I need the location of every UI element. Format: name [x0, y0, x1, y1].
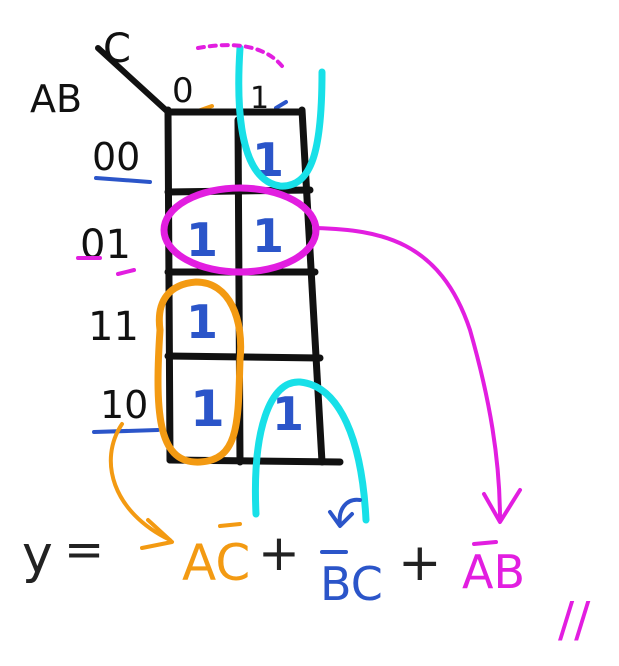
header-diagonal [95, 45, 171, 115]
row-header-11: 11 [88, 304, 139, 350]
cyan-group-top [235, 44, 326, 190]
row-header-01-underline-b [116, 268, 136, 276]
cell-11-0: 1 [186, 295, 218, 349]
blue-arrowhead [328, 510, 354, 528]
magenta-arrow [314, 226, 502, 522]
magenta-arrowhead [482, 488, 522, 524]
column-header-1: 1 [250, 81, 269, 116]
equation-lhs: y [22, 525, 53, 585]
orange-arrowhead [140, 518, 174, 550]
column-header-1-underline [274, 100, 288, 110]
equation-end-mark: // [558, 592, 591, 648]
equation-plus-1: + [258, 524, 300, 582]
column-variable-label: C [103, 26, 131, 72]
equation-equals: = [64, 522, 104, 578]
cell-10-0: 1 [190, 380, 225, 438]
blue-arrow [337, 497, 362, 526]
cyan-group-bottom [251, 378, 370, 524]
term-ac-bar: AC [182, 534, 250, 592]
orange-arrow [108, 422, 172, 542]
row-header-01: 01 [80, 222, 131, 268]
row-header-00-underline [94, 176, 152, 184]
term-ab-bar: AB [462, 545, 525, 599]
column-header-0: 0 [172, 71, 194, 111]
cell-01-1: 1 [252, 209, 284, 263]
equation-plus-2: + [398, 533, 442, 593]
row-header-10: 10 [100, 383, 148, 427]
row-variables-label: AB [30, 77, 82, 121]
term-bc-bar: BC [320, 557, 383, 611]
cell-01-0: 1 [186, 213, 218, 267]
term-ac-overline [218, 522, 242, 528]
magenta-top-dotted [196, 43, 284, 68]
term-ab-overline [472, 540, 498, 546]
orange-group [154, 278, 245, 466]
row-header-10-underline [92, 428, 160, 434]
row-header-00: 00 [92, 135, 140, 179]
